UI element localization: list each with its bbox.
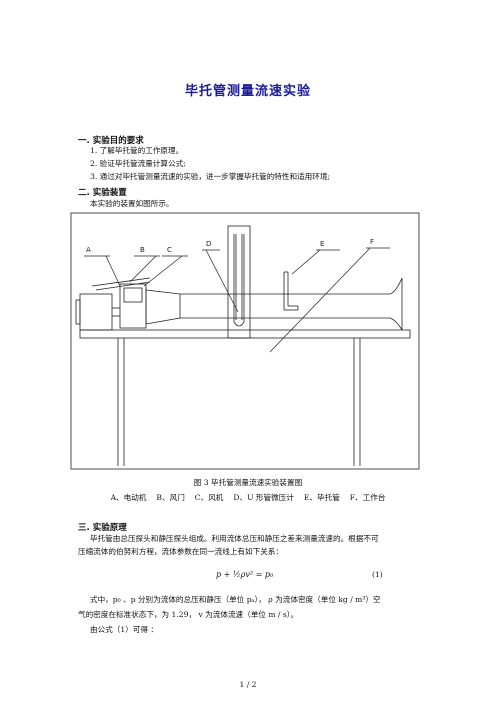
paragraph-line: 气的密度在标准状态下，为 1.29， v 为流体流速（单位 m / s）。 xyxy=(78,610,299,619)
formula: p + ½ρv² = p₀ xyxy=(216,570,274,579)
list-item: 3. 通过对毕托管测量流速的实验，进一步掌握毕托管的特性和适用环境; xyxy=(90,172,331,181)
section-heading-1: 一. 实验目的要求 xyxy=(78,136,144,146)
label-e: E xyxy=(320,240,324,248)
section-heading-3: 三. 实验原理 xyxy=(78,523,127,533)
formula-number: (1) xyxy=(372,570,383,579)
label-c: C xyxy=(167,246,172,254)
paragraph-line: 式中，p₀ 、p 分别为流体的总压和静压（单位 pₐ）， ρ 为流体密度（单位 … xyxy=(90,595,381,604)
paragraph-line: 由公式（1）可得 ： xyxy=(90,625,158,634)
label-f: F xyxy=(370,238,374,246)
section-heading-2: 二. 实验装置 xyxy=(78,188,127,198)
paragraph-line: 压缩流体的伯努利方程，流体参数在同一流线上有如下关系： xyxy=(78,547,284,556)
label-a: A xyxy=(86,246,91,254)
label-b: B xyxy=(140,246,145,254)
figure-caption: 图 3 毕托管测量流速实验装置图 xyxy=(193,478,303,487)
page-number: 1 / 2 xyxy=(239,680,257,689)
figure-legend: A、电动机 B、风门 C、风机 D、U 形管微压计 E、毕托管 F、工作台 xyxy=(110,493,386,502)
list-item: 2. 验证毕托管流量计算公式; xyxy=(90,159,186,168)
paragraph-line: 毕托管由总压探头和静压探头组成。利用流体总压和静压之差来测量流速的。根据不可 xyxy=(90,534,379,543)
apparatus-figure: A B C D E F xyxy=(70,212,420,470)
section-intro: 本实验的装置如图所示。 xyxy=(90,199,174,208)
page-title: 毕托管测量流速实验 xyxy=(184,84,311,99)
label-d: D xyxy=(206,240,211,248)
list-item: 1. 了解毕托管的工作原理。 xyxy=(90,146,184,155)
